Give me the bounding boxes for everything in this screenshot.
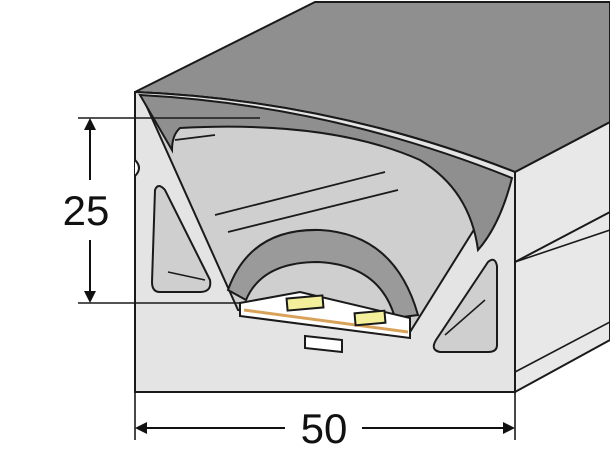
top-diffuser-lens bbox=[138, 93, 514, 253]
left-triangle-inner bbox=[167, 271, 206, 281]
right-triangle-inner bbox=[444, 299, 486, 336]
led-chip bbox=[285, 294, 325, 312]
height-label: 25 bbox=[63, 187, 110, 234]
side-bottom-line bbox=[514, 321, 610, 373]
bottom-clip bbox=[304, 334, 343, 354]
arch-diffuser bbox=[226, 228, 420, 320]
width-label: 50 bbox=[301, 405, 348, 450]
side-groove-line bbox=[514, 229, 610, 263]
channel-line bbox=[174, 134, 216, 141]
channel-line bbox=[227, 189, 399, 233]
led-chip bbox=[353, 309, 387, 327]
left-triangle-hollow bbox=[150, 185, 212, 293]
right-triangle-hollow bbox=[432, 258, 498, 353]
left-edge-notch bbox=[134, 159, 140, 177]
channel-line bbox=[214, 171, 386, 216]
pcb-copper-line bbox=[243, 308, 409, 334]
